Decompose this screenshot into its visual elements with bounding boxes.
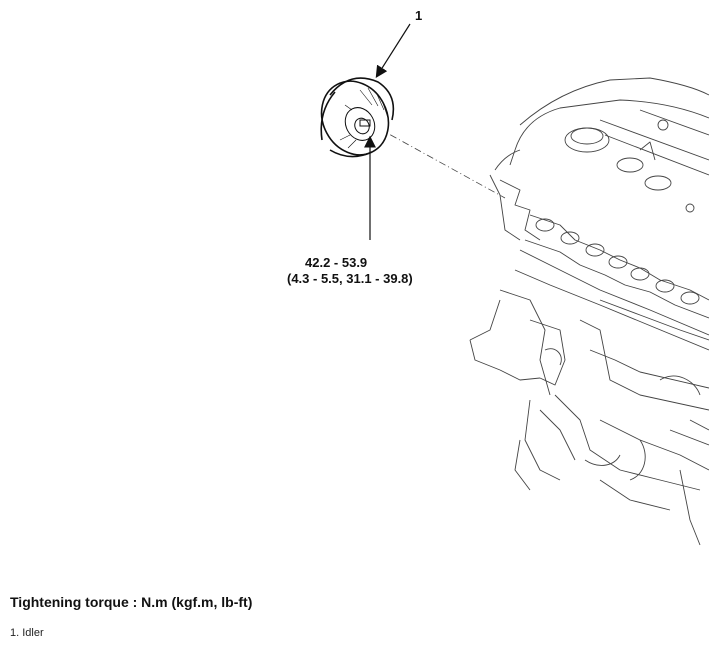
- torque-value-label: 42.2 - 53.9: [305, 255, 368, 270]
- callout-number: 1: [415, 8, 423, 23]
- idler-installation-diagram: [320, 23, 709, 546]
- idler-pulley-icon: [320, 77, 395, 158]
- torque-units-heading: Tightening torque : N.m (kgf.m, lb-ft): [10, 594, 253, 610]
- legend-item: 1. Idler: [10, 627, 44, 639]
- torque-alt-units-label: (4.3 - 5.5, 31.1 - 39.8): [287, 271, 413, 286]
- installation-guide-line: [377, 127, 506, 199]
- callout-1-leader: [375, 23, 411, 79]
- engine-block-icon: [469, 77, 709, 546]
